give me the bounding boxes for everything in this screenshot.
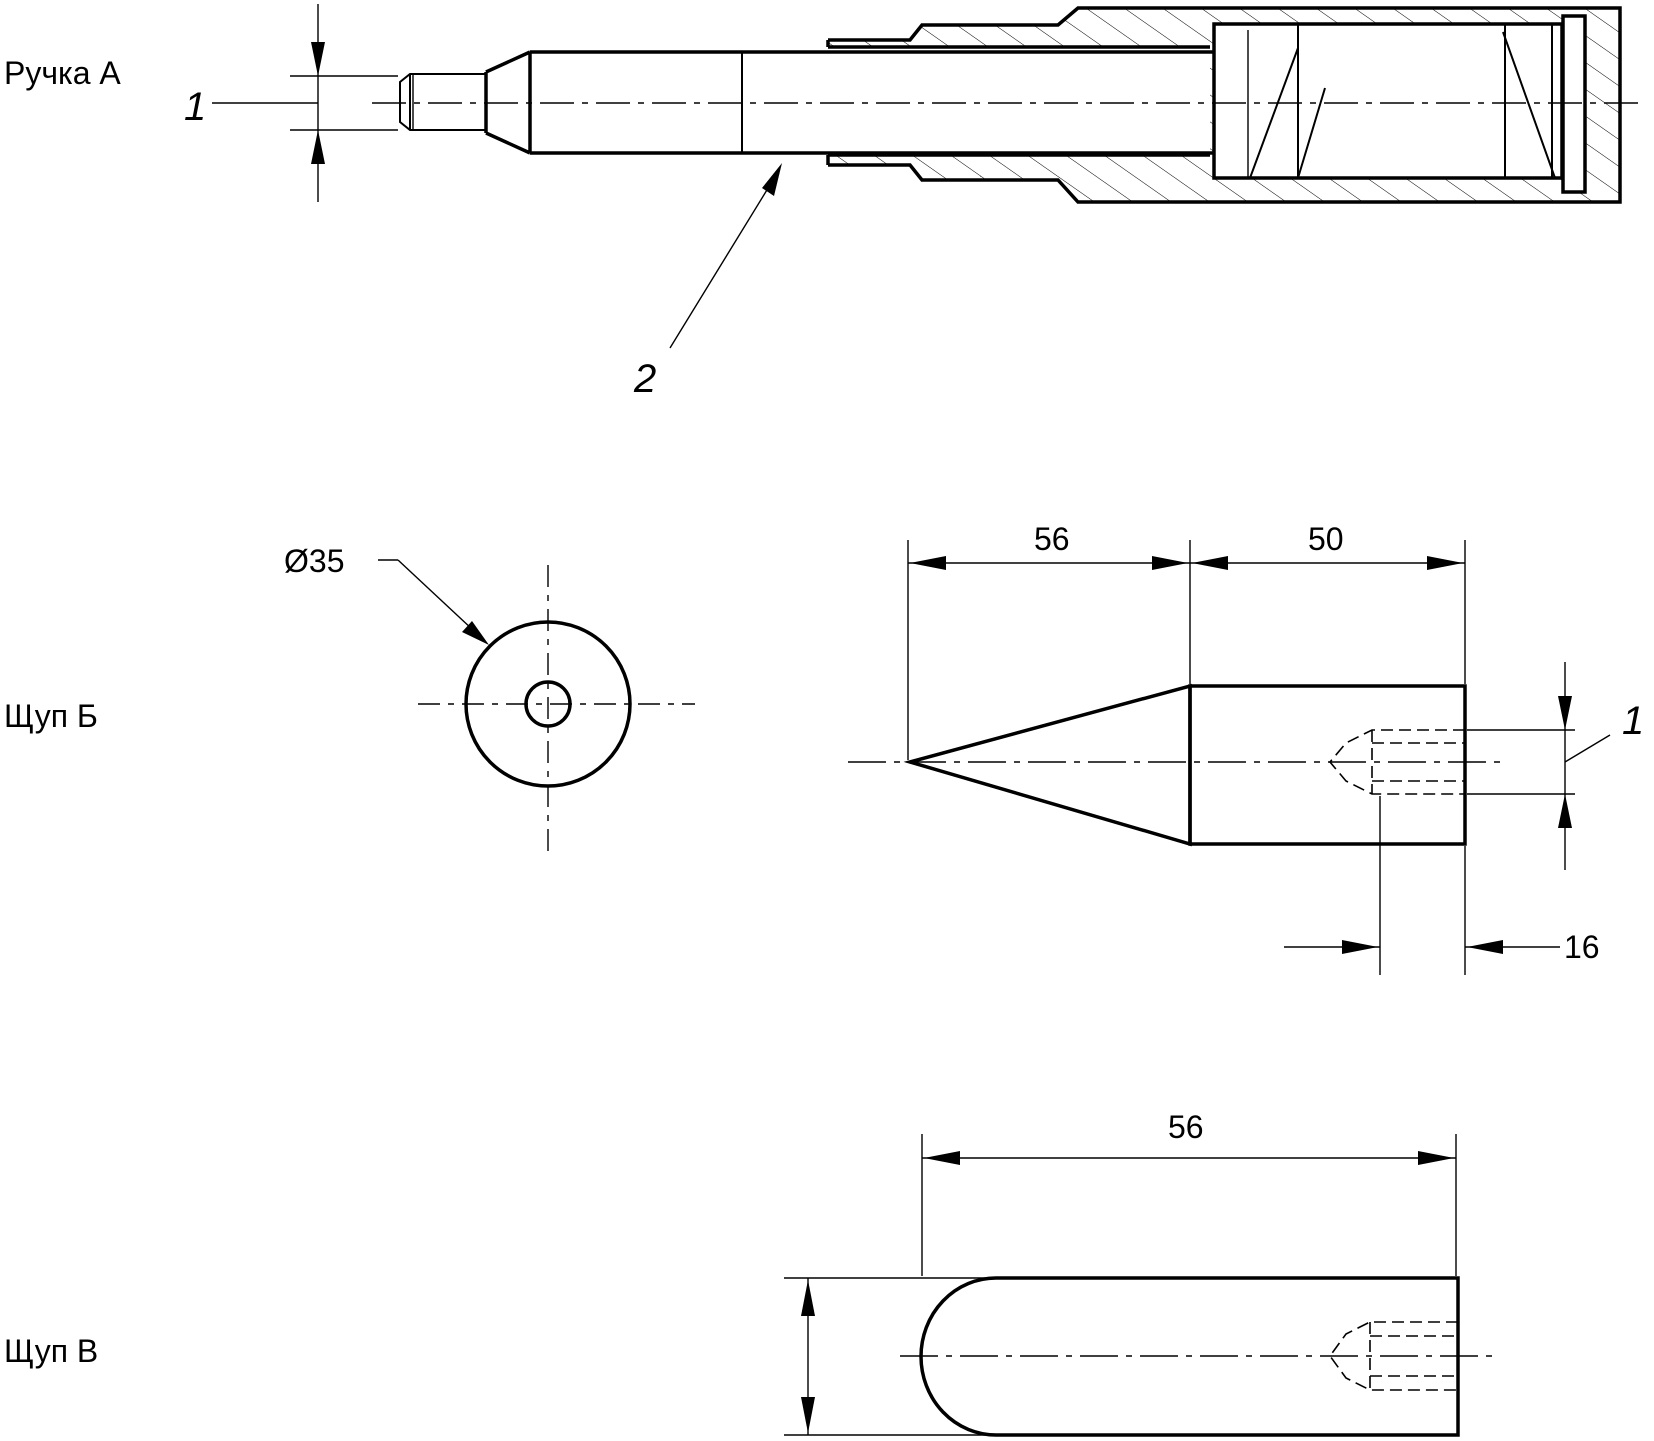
- dim-diameter: Ø35: [284, 543, 344, 579]
- dim-len-v: 56: [1168, 1109, 1204, 1145]
- leader-two: [669, 163, 782, 349]
- probe-v-side-view: [900, 1276, 1492, 1437]
- sleeve-outline: [828, 6, 1622, 204]
- callout-one-top: 1: [184, 85, 206, 129]
- callout-two: 2: [633, 357, 656, 401]
- probe-b-side-view: [848, 683, 1505, 847]
- dim-probe-v-height: [784, 1277, 994, 1436]
- handle-a-drawing: [399, 6, 1622, 204]
- dim-thread-diameter: [212, 4, 398, 202]
- dim-len-cone: 56: [1034, 521, 1070, 557]
- label-probe-v: Щуп В: [4, 1333, 98, 1369]
- dim-probe-v-length: [921, 1134, 1457, 1276]
- sleeve-inner: [826, 40, 1210, 165]
- threaded-tip: [399, 73, 487, 131]
- end-cap: [1561, 14, 1587, 194]
- dim-bore-diameter: [1467, 662, 1611, 870]
- spring: [1249, 31, 1556, 179]
- label-probe-b: Щуп Б: [4, 698, 98, 734]
- dim-len-bore: 16: [1564, 929, 1600, 965]
- probe-b-end-view: [418, 565, 695, 858]
- leader-diameter: [378, 559, 489, 645]
- dim-len-body: 50: [1308, 521, 1344, 557]
- dim-bore-depth: [1284, 796, 1560, 975]
- dim-top-probe-b: [907, 540, 1466, 760]
- callout-one-right: 1: [1622, 699, 1644, 743]
- label-handle-a: Ручка А: [4, 55, 121, 91]
- spring-cavity: [1212, 22, 1564, 180]
